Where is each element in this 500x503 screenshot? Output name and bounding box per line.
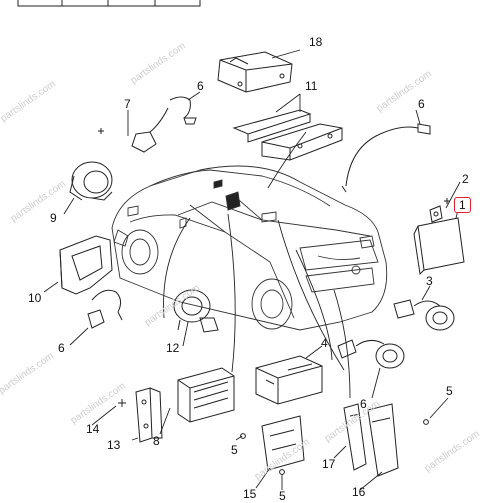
part-6-sensor-left	[87, 289, 123, 329]
part-10-cover	[59, 235, 113, 295]
callout-1: 1	[454, 197, 471, 213]
part-8-fusebox	[177, 367, 235, 423]
callout-14: 14	[86, 422, 100, 436]
part-1-module	[413, 205, 465, 276]
callout-16: 16	[352, 485, 366, 499]
part-15-bracket	[261, 415, 305, 471]
callout-12: 12	[166, 341, 180, 355]
callout-17: 17	[322, 457, 336, 471]
callout-6: 6	[58, 341, 65, 355]
part-18-module	[217, 51, 293, 93]
leader-lines	[43, 49, 461, 491]
part-16-trim	[367, 403, 399, 477]
callout-5: 5	[279, 489, 286, 503]
callout-6: 6	[360, 397, 367, 411]
callout-2: 2	[462, 172, 469, 186]
callout-5: 5	[446, 384, 453, 398]
part-6-cable-right	[341, 123, 431, 193]
callout-6: 6	[418, 97, 425, 111]
part-17-trim	[343, 403, 367, 471]
part-9-speaker	[69, 161, 113, 201]
callout-13: 13	[107, 438, 121, 452]
callout-8: 8	[153, 434, 160, 448]
callout-18: 18	[309, 35, 323, 49]
part-4-ecu	[255, 355, 323, 405]
callout-5: 5	[231, 443, 238, 457]
part-6-sensor-top	[131, 96, 197, 153]
header-table	[17, 0, 201, 7]
callout-15: 15	[243, 487, 257, 501]
callout-11: 11	[305, 79, 318, 93]
callout-4: 4	[321, 336, 328, 350]
part-11-bracket	[232, 109, 343, 161]
part-13-plate	[135, 387, 163, 443]
part-3-camera	[393, 299, 455, 331]
callout-6: 6	[197, 79, 204, 93]
callout-10: 10	[28, 291, 42, 305]
callout-7: 7	[124, 97, 131, 111]
vehicle-outline	[111, 165, 388, 331]
callout-9: 9	[50, 211, 57, 225]
part-12-horn	[173, 289, 219, 333]
callout-3: 3	[426, 274, 433, 288]
part-6-sensor-bottom	[337, 339, 405, 369]
